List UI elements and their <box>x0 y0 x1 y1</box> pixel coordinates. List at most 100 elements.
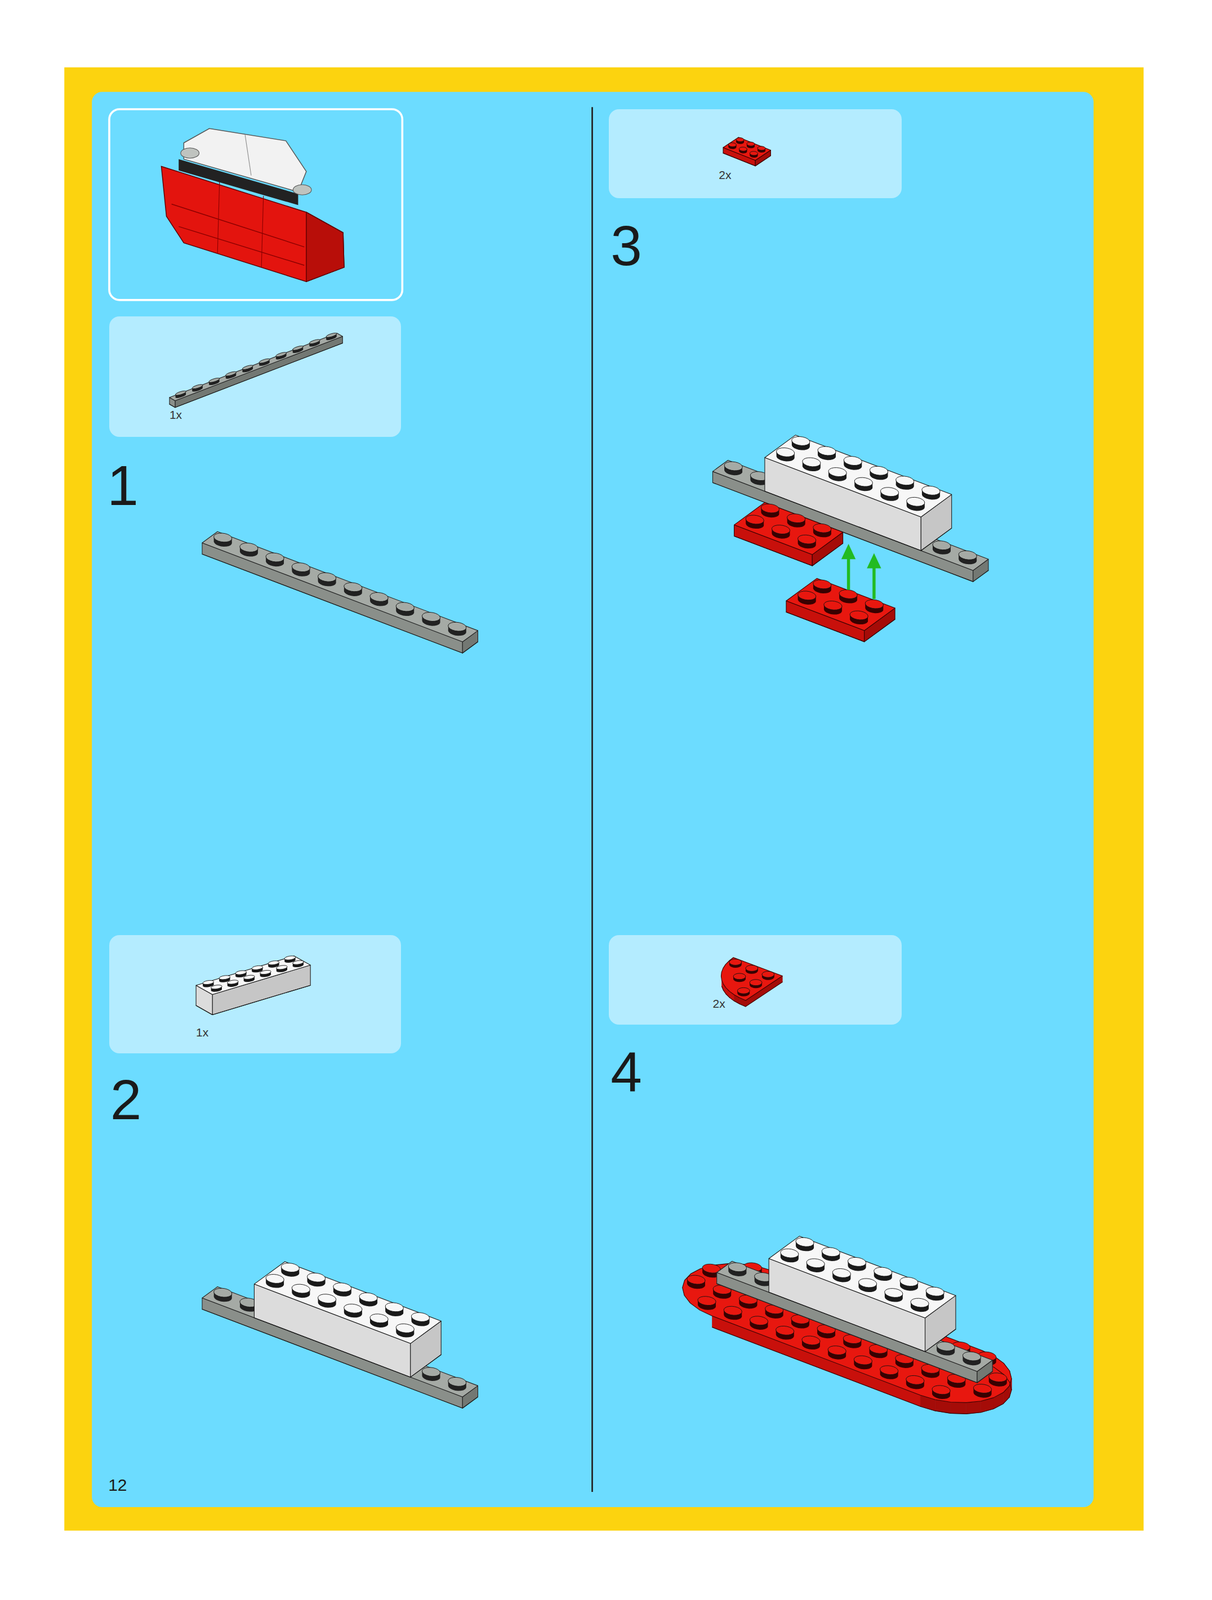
brick-edge <box>973 570 989 582</box>
preview-seam <box>261 195 264 268</box>
stud-top <box>880 487 899 497</box>
part-picture <box>608 109 902 199</box>
stud-top <box>284 956 296 961</box>
column-divider <box>591 107 594 1493</box>
brick-edge <box>739 1004 746 1007</box>
stud-top <box>214 533 233 543</box>
brick-edge <box>1009 1390 1012 1398</box>
stud-top <box>292 960 304 965</box>
stud-top <box>687 1275 706 1285</box>
brick-edge <box>733 1001 739 1005</box>
stud-top <box>791 437 810 447</box>
step3-build <box>712 435 989 643</box>
stud-top <box>749 151 758 156</box>
preview-stud <box>180 148 200 159</box>
stud-top <box>265 553 284 563</box>
stud-top <box>973 1384 992 1394</box>
stud-top <box>395 1324 414 1334</box>
stud-top <box>832 1268 851 1278</box>
stud-top <box>422 612 441 622</box>
page-number-holder: 12 <box>108 1477 127 1495</box>
brick-edge <box>410 1355 441 1378</box>
stud-top <box>757 146 766 151</box>
stud-top <box>884 1289 903 1299</box>
stud-top <box>292 346 304 351</box>
brick-edge <box>462 1397 478 1409</box>
stud-top <box>849 611 868 621</box>
stud-top <box>728 959 742 966</box>
brick-side <box>950 1402 967 1415</box>
stud-top <box>291 1284 310 1294</box>
stud-top <box>307 1273 326 1283</box>
stud-top <box>921 486 940 496</box>
stud-top <box>853 1356 872 1366</box>
stud-top <box>211 985 222 989</box>
step2-build <box>202 1262 479 1409</box>
brick-edge <box>993 1404 1004 1410</box>
stud-top <box>275 352 287 358</box>
brick-top <box>254 1262 441 1344</box>
brick-edge <box>723 990 726 995</box>
stud-top <box>798 591 817 601</box>
stud-top <box>865 599 884 609</box>
brick-top <box>768 1236 956 1319</box>
step-illustrations <box>202 435 1012 1415</box>
brick-edge <box>981 1409 994 1414</box>
part-brick <box>169 333 343 408</box>
stud-top <box>448 622 467 632</box>
stud-top <box>906 1375 925 1385</box>
brick-edge <box>462 642 478 654</box>
stud-top <box>958 550 977 560</box>
stud-top <box>776 447 795 457</box>
stud-top <box>259 358 270 364</box>
parts-callout-box: 1x <box>109 316 402 438</box>
stud-top <box>932 1386 951 1396</box>
stud-top <box>817 446 836 456</box>
stud-top <box>723 1306 742 1316</box>
stud-top <box>318 572 337 582</box>
stud-top <box>260 970 271 975</box>
step-number-holder: 4 <box>610 1044 643 1101</box>
brick-edge <box>950 1413 967 1415</box>
brick-top <box>202 531 479 643</box>
stud-top <box>175 390 186 396</box>
brick-edge <box>812 543 843 567</box>
stud-top <box>745 965 758 972</box>
step-number: 2 <box>110 1071 142 1129</box>
stud-top <box>268 960 279 965</box>
stud-top <box>318 1294 337 1304</box>
part-quantity: 1x <box>195 1026 401 1039</box>
brick-side <box>202 542 463 654</box>
blue-panel <box>91 91 1094 1508</box>
stud-top <box>936 1342 955 1352</box>
brick-edge <box>729 997 734 1002</box>
brick-edge <box>195 1005 213 1015</box>
part-quantity: 2x <box>712 997 902 1010</box>
stud-top <box>813 580 832 590</box>
stud-top <box>733 973 746 980</box>
stud-top <box>962 1352 981 1362</box>
stud-top <box>932 541 951 551</box>
assembly-arrows <box>841 544 882 600</box>
green-arrowhead <box>841 544 856 560</box>
parts-callout-box: 2x <box>608 109 902 199</box>
model-preview-box <box>109 109 403 301</box>
green-arrow <box>847 557 850 591</box>
brick-edge <box>254 1318 411 1378</box>
stud-top <box>192 384 203 390</box>
stud-top <box>344 1304 363 1314</box>
step-number: 3 <box>610 217 643 274</box>
stud-top <box>813 523 832 533</box>
preview-seam <box>217 181 220 254</box>
brick-edge <box>212 985 311 1015</box>
brick-edge <box>1003 1397 1010 1405</box>
parts-callout-box: 1x <box>109 935 402 1054</box>
preview-seam <box>171 204 305 248</box>
stud-top <box>333 1283 352 1293</box>
stud-top <box>395 602 414 612</box>
stud-top <box>858 1279 877 1289</box>
stud-top <box>239 543 258 553</box>
stud-top <box>422 1368 441 1378</box>
brick-edge <box>721 986 724 991</box>
